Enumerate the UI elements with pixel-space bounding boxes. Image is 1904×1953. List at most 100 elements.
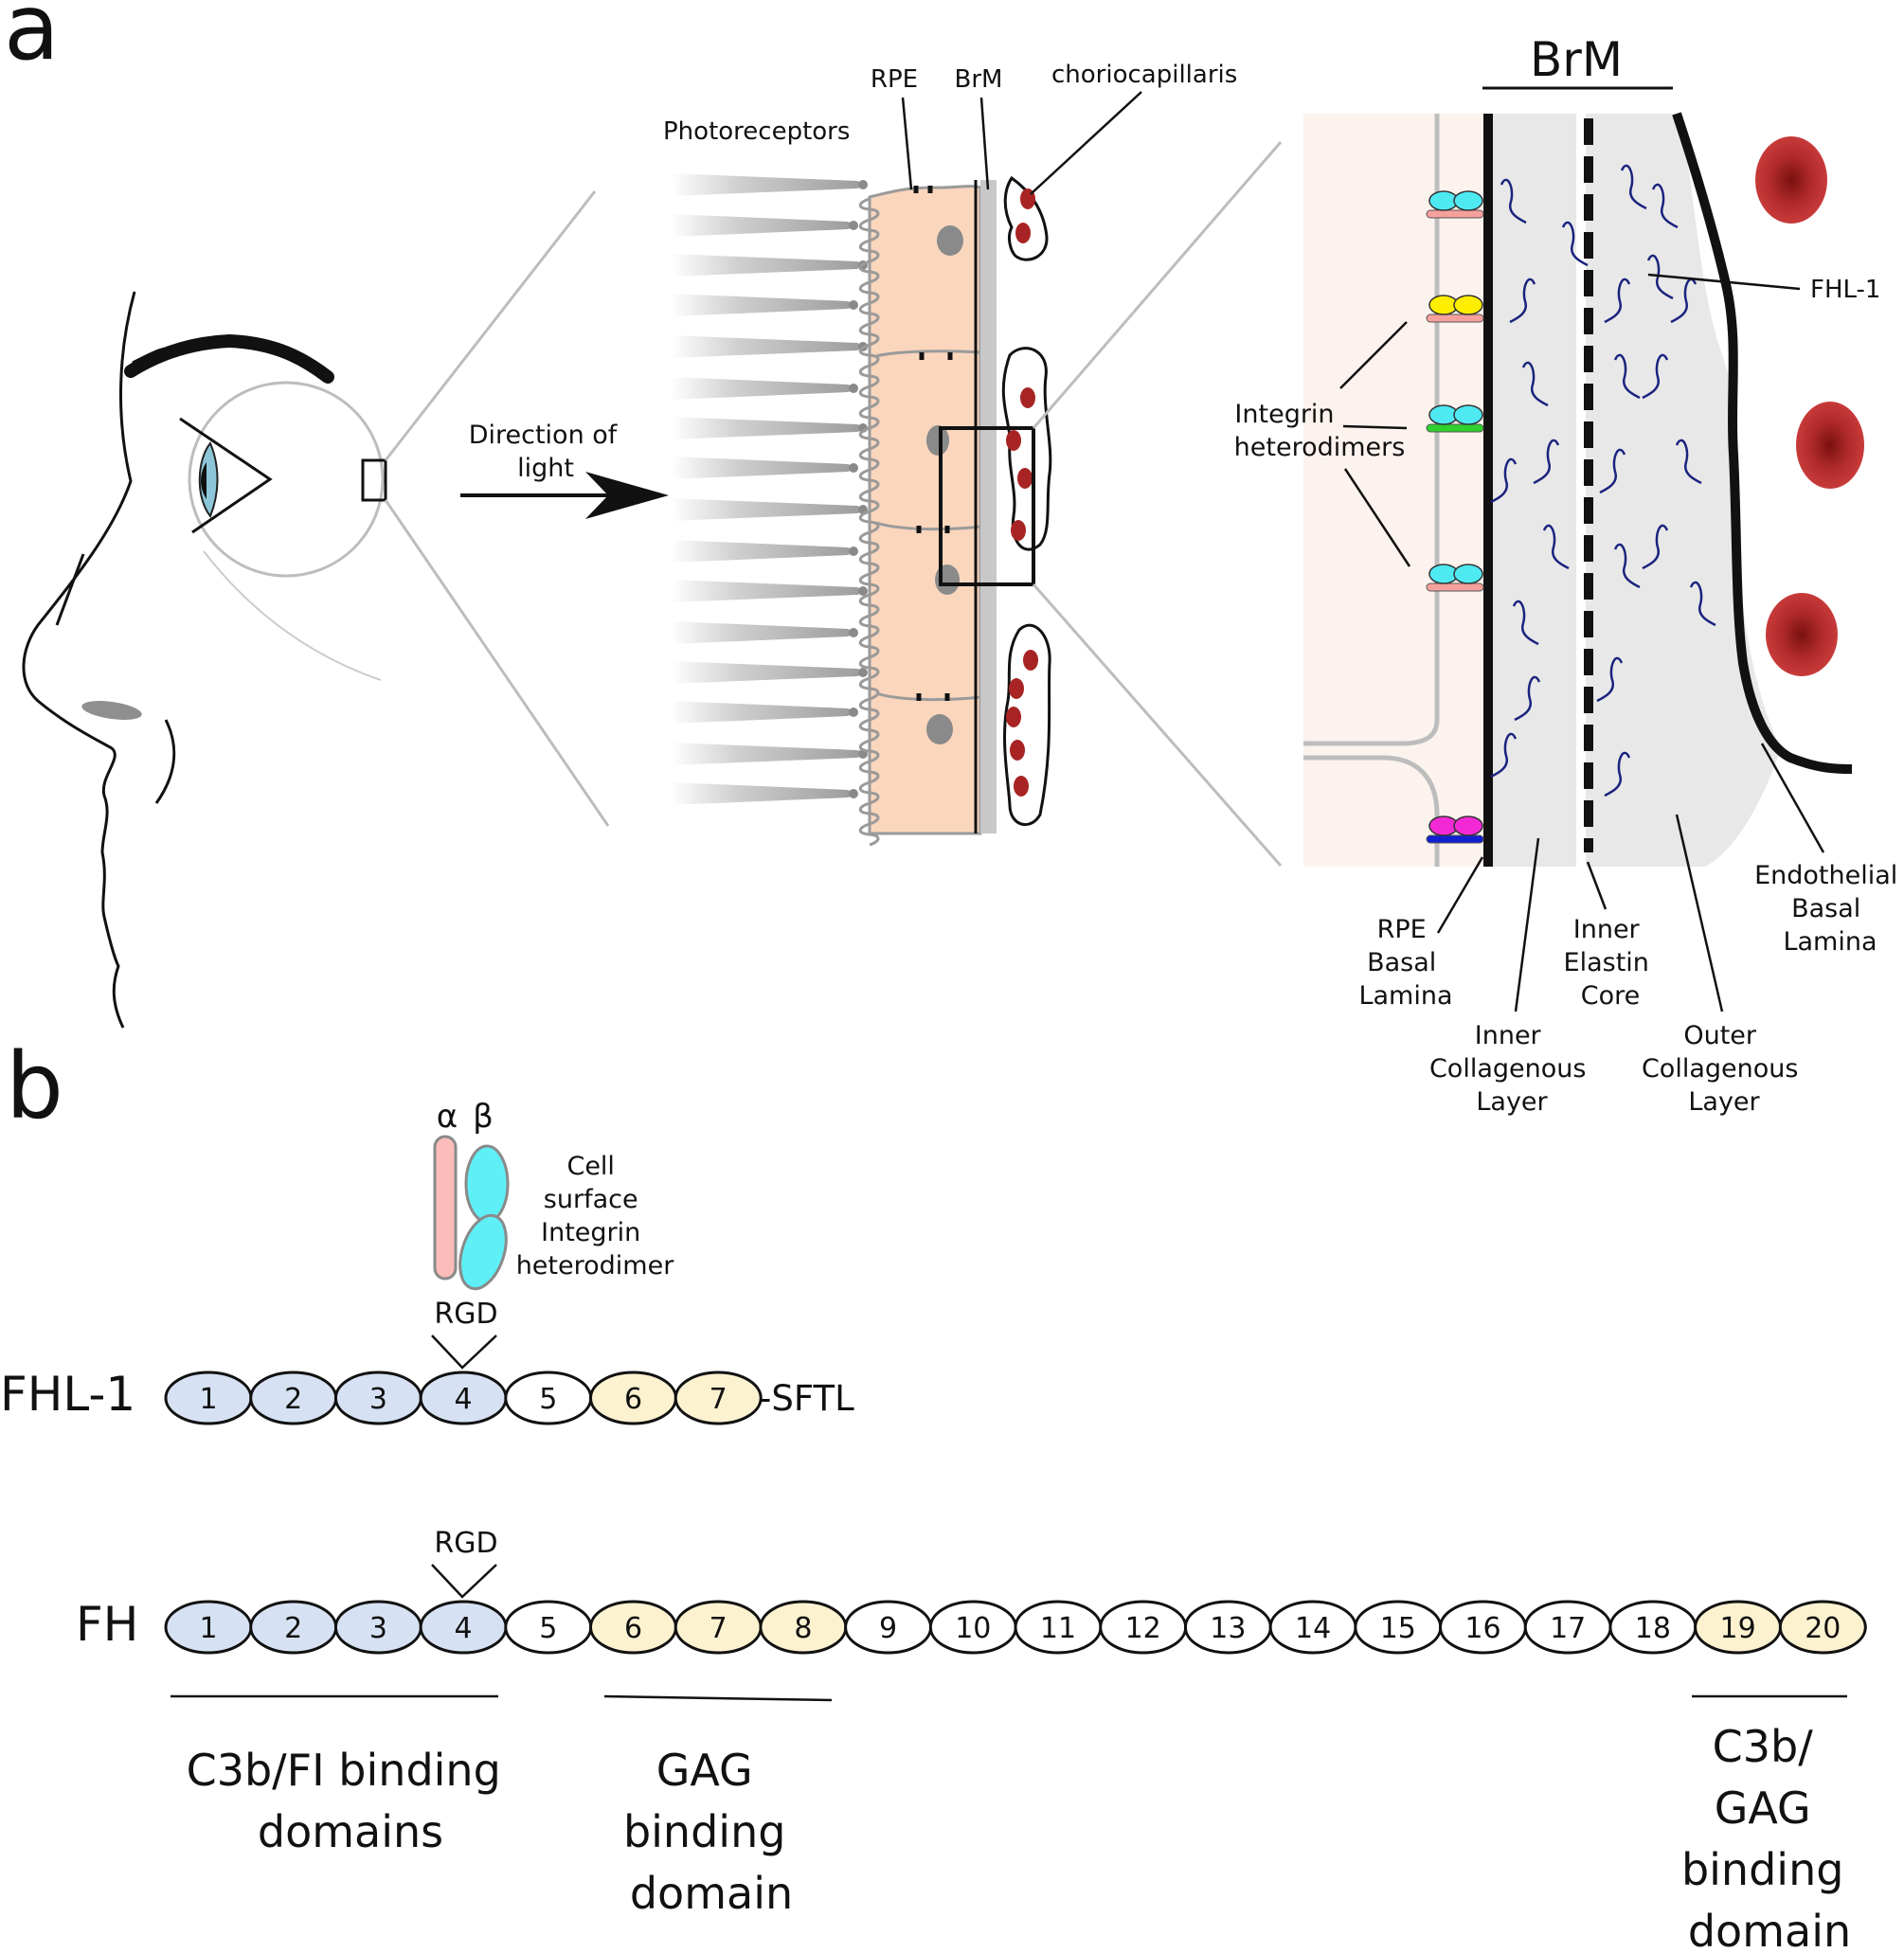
integrin-beta-subunit	[464, 1144, 510, 1224]
light-arrow	[460, 472, 669, 519]
ccp-domain-number: 15	[1380, 1612, 1416, 1645]
photoreceptor	[671, 417, 867, 439]
collagen-fibril	[1533, 439, 1560, 485]
collagen-fibril	[1642, 524, 1669, 570]
photoreceptor	[671, 254, 867, 277]
cheek-line	[203, 550, 382, 681]
zoom-line-bottom	[384, 499, 610, 827]
brm-strip-small	[980, 180, 997, 833]
rpe-zone	[1303, 114, 1488, 867]
collagen-fibril	[1646, 254, 1674, 300]
bracket-gag	[603, 1694, 833, 1702]
ccp-domain-number: 6	[624, 1383, 642, 1416]
ccp-domain-number: 7	[710, 1612, 727, 1645]
layer-pointers	[1436, 743, 1825, 1012]
photoreceptor-tip	[849, 463, 858, 473]
ccp-domain-number: 2	[284, 1612, 302, 1645]
fhl1-suffix: -SFTL	[759, 1378, 854, 1419]
red-blood-cell	[1766, 593, 1838, 676]
zoom-line-top	[384, 190, 597, 461]
rpe-nucleus	[937, 225, 963, 256]
zoom-line-detail-bottom	[1032, 583, 1283, 867]
panel-b: b α β Cell surface Integrin heterodimer …	[0, 1033, 1867, 1953]
rgd-marker-fhl1	[431, 1335, 497, 1370]
direction-label-1: Direction of	[469, 421, 619, 450]
panel-a: a Direction of light	[4, 0, 1904, 1117]
label-outer-collagenous: Outer Collagenous Layer	[1642, 1021, 1806, 1117]
fhl1-label: FHL-1	[0, 1367, 135, 1422]
photoreceptor-tip	[858, 180, 868, 189]
photoreceptors-group	[671, 173, 868, 805]
pupil	[201, 462, 207, 499]
label-integrin-2: heterodimers	[1234, 433, 1406, 462]
tight-junctions	[913, 186, 953, 701]
photoreceptor	[671, 580, 867, 602]
rpe-apical-microvilli	[858, 197, 880, 847]
integrin-heterodimer	[1426, 295, 1484, 323]
photoreceptor	[671, 173, 867, 196]
rpe-layer	[858, 185, 982, 847]
eyebrow	[124, 333, 334, 384]
ccp-domain-number: 19	[1720, 1612, 1756, 1645]
nostril	[81, 701, 142, 720]
collagen-fibril	[1509, 278, 1536, 324]
collagen-fibril	[1514, 675, 1541, 722]
direction-label-2: light	[517, 454, 574, 483]
ccp-domain-number: 1	[199, 1383, 217, 1416]
photoreceptor	[671, 335, 867, 358]
endothelial-basal-lamina	[1672, 112, 1853, 774]
collagen-fibril	[1599, 448, 1626, 494]
collagen-fibril	[1561, 221, 1589, 267]
label-brm-large: BrM	[1530, 32, 1623, 87]
zoom-box-eye	[361, 458, 387, 502]
photoreceptor-tip	[858, 668, 868, 677]
ccp-domain-number: 14	[1295, 1612, 1331, 1645]
collagen-fibril	[1613, 543, 1641, 589]
rpe-cell-border	[1303, 755, 1440, 867]
ccp-domain-number: 16	[1464, 1612, 1500, 1645]
photoreceptor-tip	[849, 628, 858, 637]
red-blood-cell	[1755, 136, 1827, 224]
ccp-domain-number: 18	[1635, 1612, 1671, 1645]
integrin-caption: Cell surface Integrin heterodimer	[516, 1152, 675, 1281]
brm-detail	[1303, 112, 1864, 867]
photoreceptor-tip	[849, 708, 858, 717]
integrin-alpha-subunit	[433, 1135, 458, 1281]
integrin-heterodimer	[1426, 190, 1484, 219]
photoreceptor-tip	[849, 300, 858, 310]
label-rpe-basal: RPE Basal Lamina	[1358, 915, 1452, 1011]
group-c3b-gag-label: C3b/ GAG binding domain	[1681, 1721, 1858, 1953]
integrin-heterodimer	[1426, 564, 1484, 592]
ccp-domain-number: 3	[369, 1612, 387, 1645]
photoreceptor	[671, 661, 867, 684]
brm-layers	[1488, 114, 1781, 867]
collagen-fibril	[1490, 732, 1518, 779]
ccp-domain-number: 3	[369, 1383, 387, 1416]
photoreceptor-tip	[858, 586, 868, 596]
collagen-fibril	[1521, 361, 1549, 407]
integrin-heterodimer	[1426, 815, 1484, 844]
ccp-domain-number: 11	[1040, 1612, 1076, 1645]
photoreceptor-tip	[849, 546, 858, 556]
collagen-fibril	[1596, 656, 1624, 703]
ccp-domain-number: 4	[455, 1383, 473, 1416]
red-blood-cell	[1796, 402, 1864, 489]
ccp-domain-number: 8	[794, 1612, 812, 1645]
rpe-nucleus	[926, 425, 949, 456]
ccp-domain-number: 1	[199, 1612, 217, 1645]
eyeball	[188, 381, 385, 578]
ccp-domain-number: 6	[624, 1612, 642, 1645]
iris	[198, 441, 219, 518]
collagen-fibril	[1512, 600, 1539, 646]
ccp-domain-7	[674, 1371, 763, 1425]
ccp-domain-number: 5	[539, 1612, 557, 1645]
alpha-label: α	[437, 1098, 458, 1136]
beta-label: β	[473, 1098, 494, 1136]
collagen-fibril	[1675, 439, 1702, 485]
photoreceptor-tip	[849, 221, 858, 230]
photoreceptor-tip	[849, 789, 858, 798]
label-endothelial: Endothelial Basal Lamina	[1754, 861, 1904, 957]
label-fhl1-a: FHL-1	[1810, 276, 1880, 304]
